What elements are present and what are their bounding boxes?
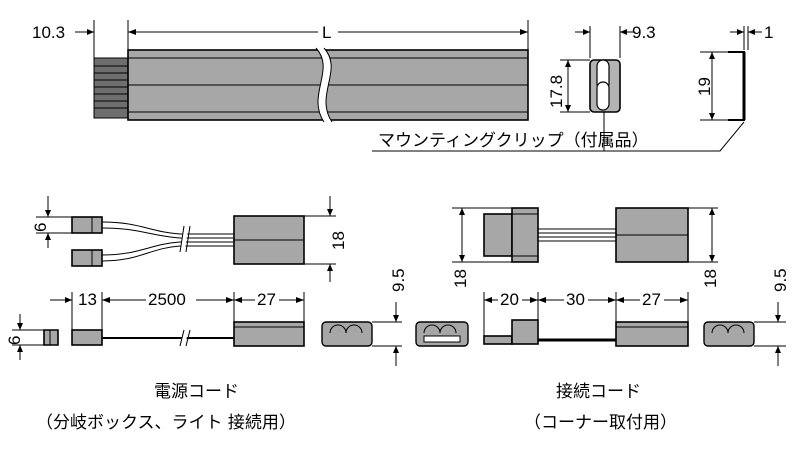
dim-strip-length-label: L [322, 23, 331, 42]
dim-clip-height-label: 17.8 [547, 75, 566, 108]
strip-break-mark [316, 48, 332, 122]
dim-strip-end: 10.3 [32, 20, 129, 58]
dim-power-connector-height-label: 18 [329, 231, 348, 250]
power-front-connector [233, 321, 305, 347]
power-profile-end [321, 321, 373, 347]
power-cord-top-view [71, 215, 305, 267]
dim-connect-run: 20 30 27 [483, 289, 689, 336]
dim-power-front-plug-height: 6 [5, 314, 44, 360]
mounting-clip-label: マウンティングクリップ（付属品） [378, 131, 649, 151]
dim-power-plug-gap-label: 6 [31, 223, 50, 232]
dim-clip-thickness-label: 1 [764, 23, 773, 42]
connect-front-collar [511, 319, 539, 345]
connect-cord-front-view [415, 319, 689, 347]
dim-power-profile-height: 9.5 [372, 268, 408, 366]
power-front-plug [71, 329, 103, 346]
dim-power-run: 13 2500 27 [50, 289, 305, 330]
dim-power-lead-label: 13 [78, 290, 97, 309]
dim-power-cable-length-label: 2500 [148, 290, 186, 309]
dim-connect-height-left: 18 [451, 207, 512, 288]
dim-connect-left-length-label: 20 [500, 290, 519, 309]
mounting-clip-callout: マウンティングクリップ（付属品） [372, 112, 745, 152]
clip-side-view [728, 51, 746, 121]
connect-plug-left [483, 213, 513, 257]
dim-strip-length: L [128, 20, 529, 50]
power-plug-upper [71, 216, 103, 234]
dim-clip-height: 17.8 [547, 59, 590, 113]
power-cord-title: 電源コード [154, 382, 239, 402]
dim-strip-end-label: 10.3 [32, 23, 65, 42]
dim-clip-width: 9.3 [575, 23, 656, 58]
power-cord-front-view [43, 321, 305, 347]
connect-cord-subtitle: （コーナー取付用） [524, 413, 677, 433]
dim-clip-side-height: 19 [695, 51, 728, 121]
dim-connect-height-right: 18 [688, 207, 720, 288]
strip-ribbon-end [93, 57, 129, 119]
led-strip [93, 47, 529, 123]
dim-connect-profile-height: 9.5 [754, 268, 790, 366]
dim-power-connector-length-label: 27 [257, 290, 276, 309]
connect-cord-title: 接続コード [556, 382, 641, 402]
clip-end-view [589, 59, 621, 113]
connect-profile-end [703, 321, 755, 347]
dim-power-front-plug-height-label: 6 [5, 336, 24, 345]
dim-power-connector-height: 18 [304, 196, 348, 282]
dim-connect-height-right-label: 18 [701, 269, 720, 288]
dim-clip-side-height-label: 19 [695, 77, 714, 96]
dim-clip-thickness: 1 [730, 23, 773, 50]
connect-cord-top-view [483, 207, 689, 263]
dim-clip-width-label: 9.3 [632, 23, 656, 42]
power-front-small-plug [43, 329, 59, 346]
power-plug-lower [71, 249, 103, 267]
connect-plug-left-collar [511, 207, 539, 263]
dim-connect-height-left-label: 18 [451, 269, 470, 288]
connect-front-connector [615, 321, 689, 347]
dim-connect-cable-length-label: 30 [566, 290, 585, 309]
dim-connect-right-length-label: 27 [642, 290, 661, 309]
dim-power-plug-gap: 6 [31, 196, 72, 248]
dim-connect-profile-height-label: 9.5 [771, 268, 790, 292]
power-cord-subtitle: （分岐ボックス、ライト 接続用） [36, 413, 296, 433]
dim-power-profile-height-label: 9.5 [389, 268, 408, 292]
